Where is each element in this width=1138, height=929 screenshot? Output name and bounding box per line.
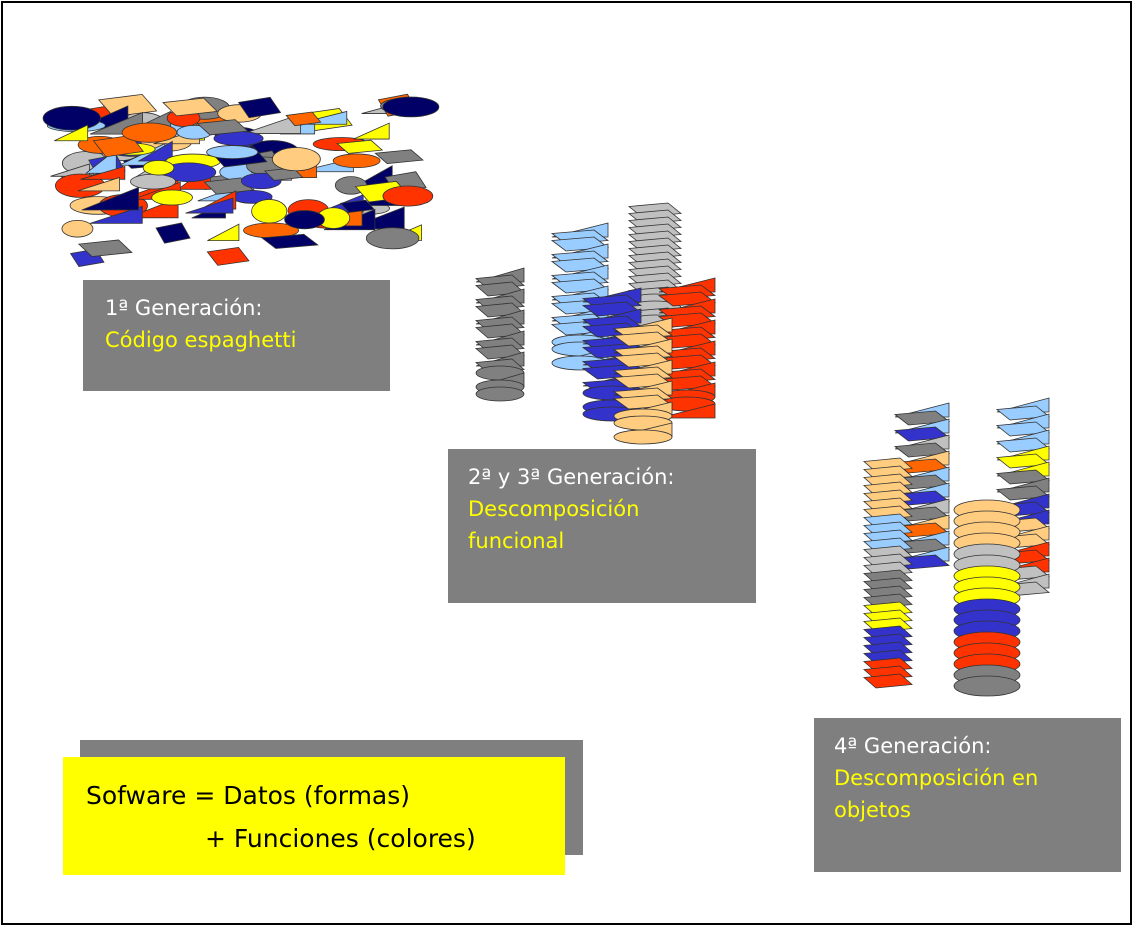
generation-1-title: 1ª Generación: xyxy=(105,296,263,320)
generation-4-subtitle-line1: Descomposición en xyxy=(834,766,1039,790)
shape-stacks-icon xyxy=(475,202,717,445)
scattered-shapes-icon xyxy=(42,93,440,267)
generation-1-subtitle: Código espaghetti xyxy=(105,328,297,352)
formula-line-1: Sofware = Datos (formas) xyxy=(86,781,411,810)
generation-2-label: 2ª y 3ª Generación: Descomposición funci… xyxy=(448,449,756,603)
generation-2-subtitle-line2: funcional xyxy=(468,529,565,553)
generation-4-label: 4ª Generación: Descomposición en objetos xyxy=(814,718,1121,872)
generation-2-subtitle-line1: Descomposición xyxy=(468,497,640,521)
generation-4-subtitle-line2: objetos xyxy=(834,798,911,822)
object-stacks-icon xyxy=(863,397,1051,697)
formula-line-2: + Funciones (colores) xyxy=(205,824,476,853)
generation-4-title: 4ª Generación: xyxy=(834,734,992,758)
generation-2-title: 2ª y 3ª Generación: xyxy=(468,465,675,489)
formula-box: Sofware = Datos (formas) + Funciones (co… xyxy=(63,757,565,875)
generation-1-label: 1ª Generación: Código espaghetti xyxy=(83,280,390,391)
